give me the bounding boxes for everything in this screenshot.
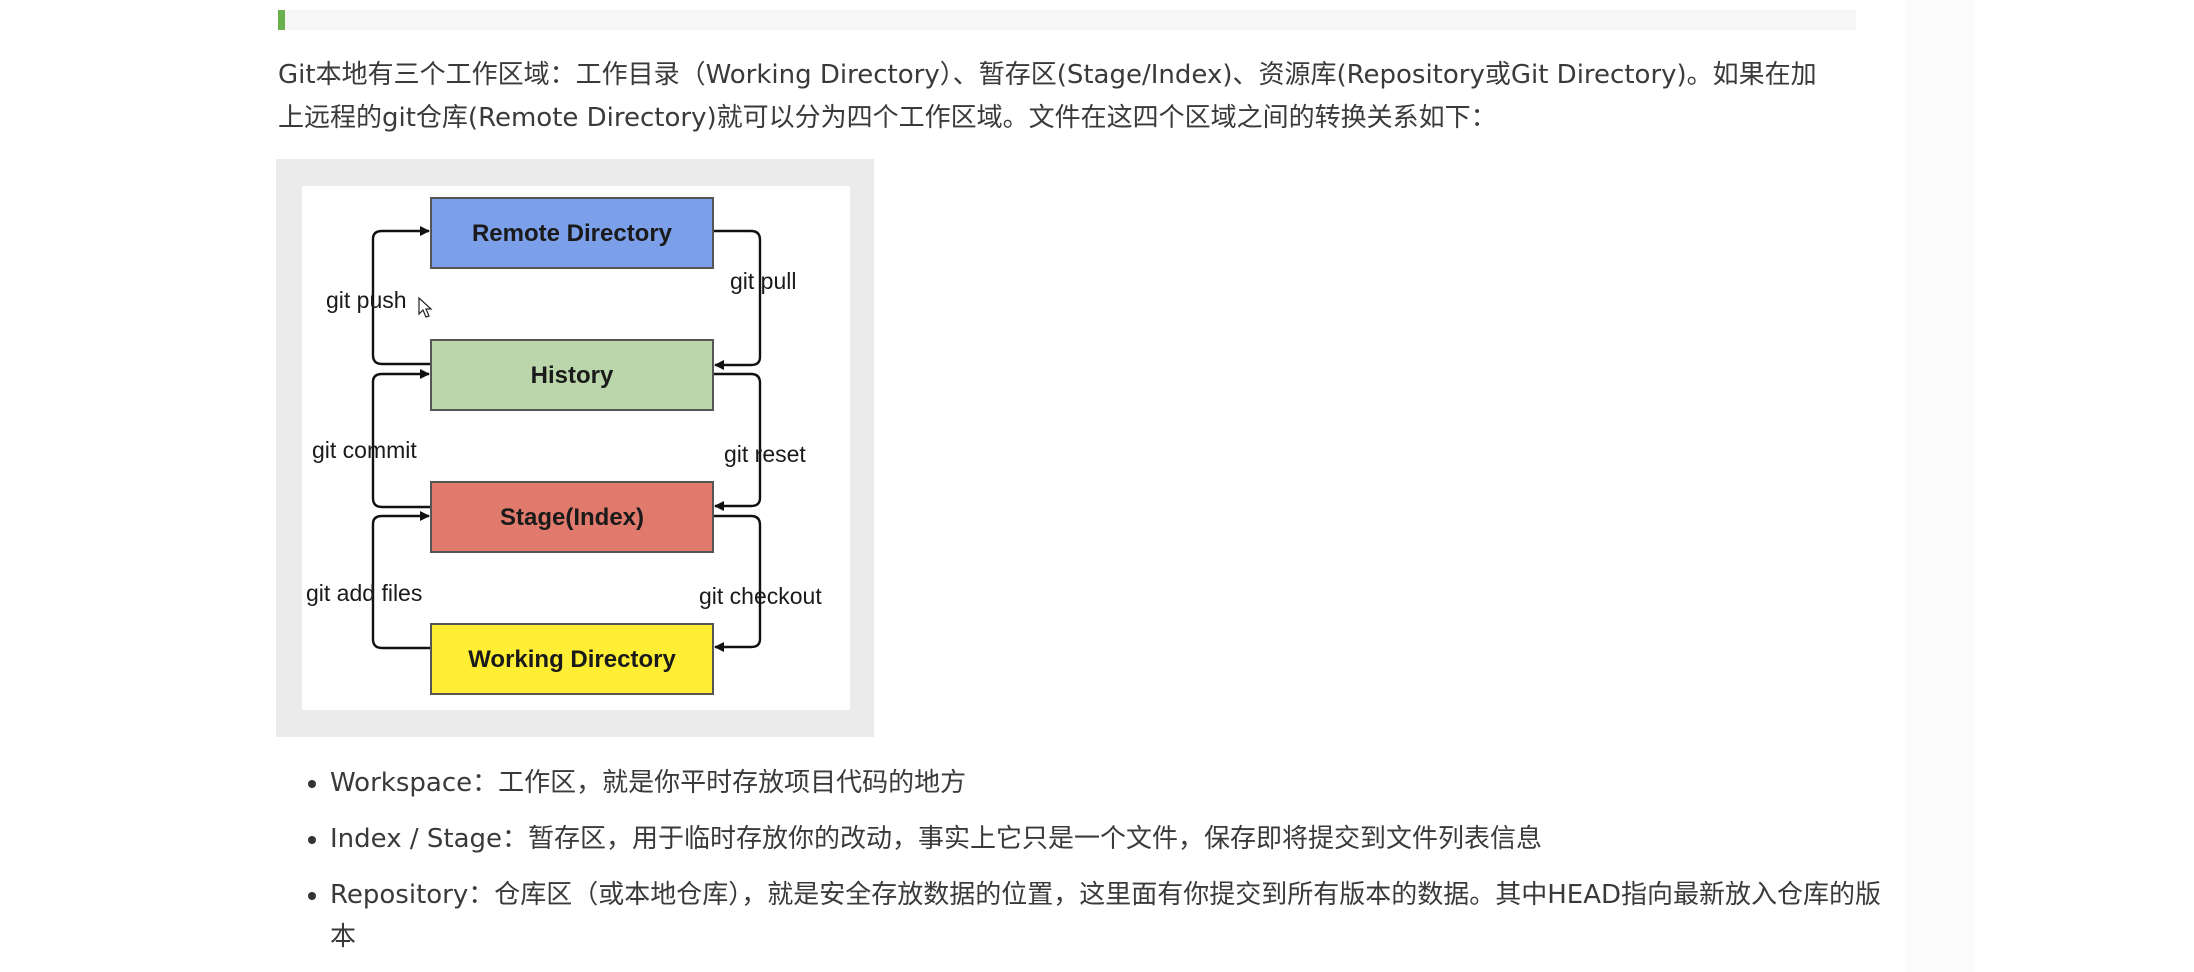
history-label: History — [531, 362, 614, 389]
list-item: Index / Stage：暂存区，用于临时存放你的改动，事实上它只是一个文件，… — [330, 818, 1890, 860]
remote-directory-box — [430, 197, 714, 269]
git-pull-label: git pull — [730, 268, 796, 294]
stage-index-box — [430, 481, 714, 553]
git-checkout-label: git checkout — [699, 583, 822, 609]
add-files-arrow — [371, 511, 431, 650]
git-commit-label: git commit — [312, 437, 417, 463]
working-directory-box — [430, 623, 714, 695]
git-add-files-label: git add files — [306, 580, 422, 606]
stage-index-label: Stage(Index) — [500, 504, 644, 531]
checkout-arrow — [713, 514, 762, 652]
git-workflow-diagram: Remote Directory History Stage(Index) Wo… — [302, 186, 850, 710]
reset-arrow — [713, 372, 762, 511]
diagram-svg: Remote Directory History Stage(Index) Wo… — [306, 197, 822, 695]
pull-arrow — [713, 229, 762, 370]
git-reset-label: git reset — [724, 441, 806, 467]
git-workflow-figure: Remote Directory History Stage(Index) Wo… — [276, 159, 874, 737]
remote-directory-label: Remote Directory — [472, 220, 673, 247]
history-box — [430, 339, 714, 411]
blockquote-bar — [278, 10, 1856, 30]
git-push-label: git push — [326, 287, 407, 313]
working-directory-label: Working Directory — [468, 646, 676, 673]
push-arrow — [371, 226, 431, 366]
commit-arrow — [371, 369, 431, 509]
intro-paragraph: Git本地有三个工作区域：工作目录（Working Directory）、暂存区… — [278, 54, 1863, 140]
mouse-cursor-icon — [418, 296, 433, 318]
workspace-bullet-list: Workspace：工作区，就是你平时存放项目代码的地方 Index / Sta… — [300, 762, 1890, 972]
intro-line-2: 上远程的git仓库(Remote Directory)就可以分为四个工作区域。文… — [278, 103, 1497, 133]
list-item: Repository：仓库区（或本地仓库），就是安全存放数据的位置，这里面有你提… — [330, 874, 1890, 958]
list-item: Workspace：工作区，就是你平时存放项目代码的地方 — [330, 762, 1890, 804]
intro-line-1: Git本地有三个工作区域：工作目录（Working Directory）、暂存区… — [278, 60, 1817, 90]
right-margin-strip — [1905, 0, 1975, 972]
